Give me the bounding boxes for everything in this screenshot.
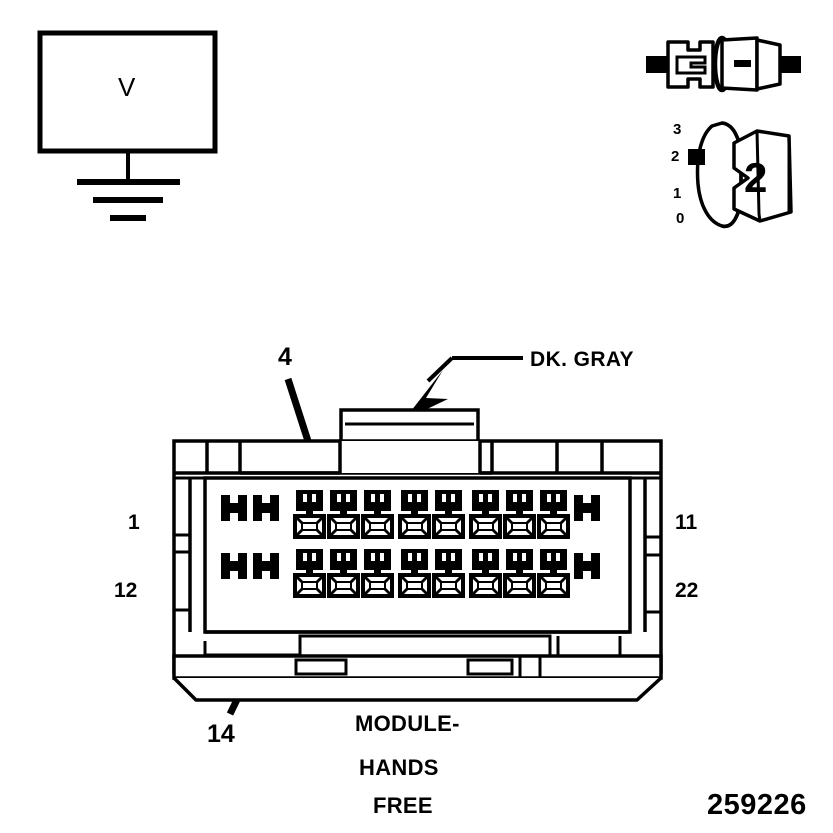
callout-label-4: 4 [278, 343, 292, 371]
caption-line-1: MODULE- [355, 711, 460, 736]
ground-icon [77, 179, 180, 221]
dk-gray-leader-line [404, 356, 523, 420]
pin-cavity-row-bottom [293, 549, 570, 598]
connector-pin-number-11: 11 [675, 511, 698, 534]
voltmeter-label: V [118, 72, 136, 102]
pin-scale-label-2: 2 [671, 148, 680, 165]
connector-pin-end-view-icon [688, 121, 793, 229]
pin-scale-label-0: 0 [676, 210, 685, 227]
pin-scale-label-3: 3 [673, 121, 682, 138]
pin-scale-label-1: 1 [673, 185, 682, 202]
voltmeter-symbol [37, 30, 218, 221]
connector-pin-number-1: 1 [128, 511, 140, 534]
dk-gray-color-label: DK. GRAY [530, 348, 634, 371]
retainer-marks [221, 495, 600, 579]
caption-line-3: FREE [373, 793, 433, 818]
caption-line-2: HANDS [359, 755, 439, 780]
connector-pin-number-12: 12 [114, 579, 138, 602]
connector-pin-number-22: 22 [675, 579, 699, 602]
pin-cavity-row-top [293, 490, 570, 539]
figure-number: 259226 [707, 789, 807, 821]
backprobe-tool-icon [646, 35, 801, 93]
callout-label-14: 14 [207, 720, 235, 748]
pin-view-center-label: 2 [744, 154, 768, 201]
